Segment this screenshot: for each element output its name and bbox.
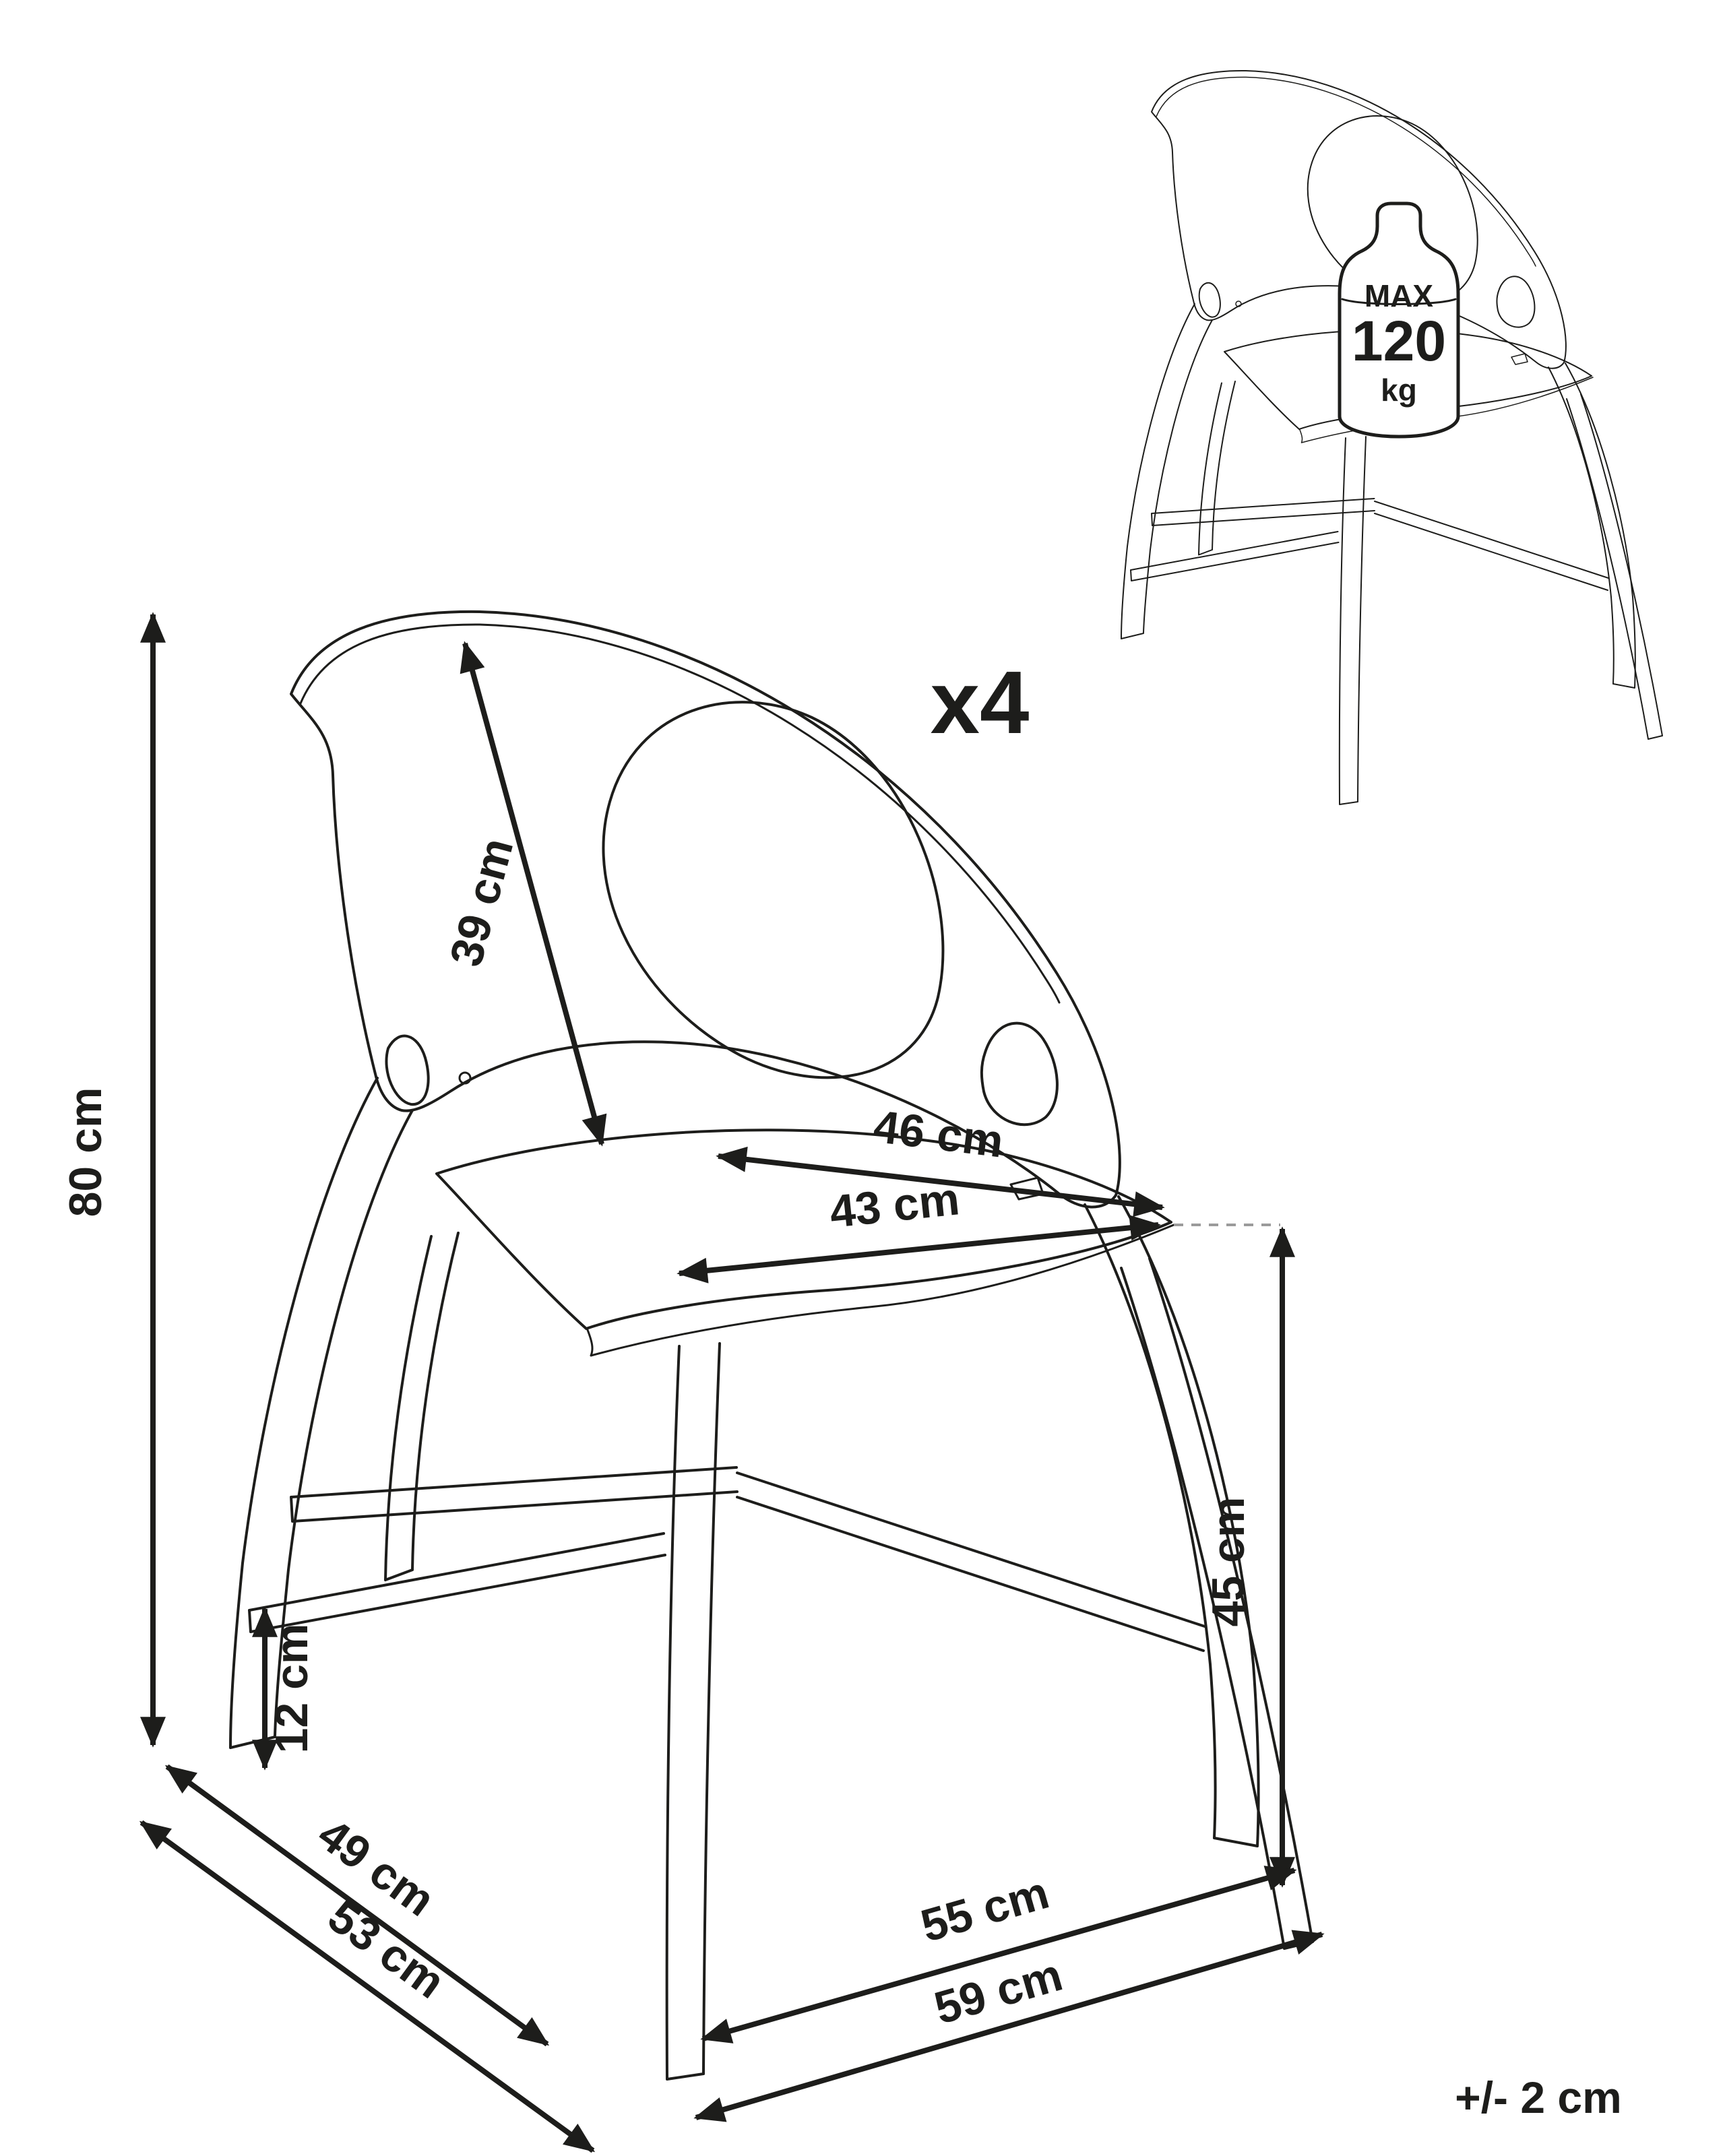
dimension-arrow-base-depth-outer — [693, 1930, 1325, 2122]
dimension-arrow-seat-depth — [716, 1146, 1165, 1217]
dimension-backrest-height: 39 cm — [440, 641, 607, 1147]
dimension-label-total-height: 80 cm — [60, 1087, 111, 1217]
dimension-seat-height: 45 cm — [1174, 1224, 1295, 1888]
max-load-value: 120 — [1352, 309, 1446, 373]
dimension-label-base-width-outer: 53 cm — [319, 1891, 454, 2008]
dimension-base-depth-outer: 59 cm — [693, 1930, 1325, 2122]
max-load-unit: kg — [1381, 373, 1417, 408]
dimension-label-backrest-height: 39 cm — [440, 833, 523, 972]
dimension-label-base-width-inner: 49 cm — [309, 1808, 444, 1926]
dimension-label-base-depth-outer: 59 cm — [929, 1949, 1068, 2034]
dimension-label-rail-clearance: 12 cm — [266, 1624, 317, 1754]
dimension-label-seat-width: 43 cm — [827, 1173, 962, 1238]
quantity-label: x4 — [931, 653, 1030, 752]
dimension-total-height: 80 cm — [60, 612, 166, 1748]
dimension-arrow-backrest-height — [460, 641, 607, 1147]
dimension-label-base-depth-inner: 55 cm — [916, 1867, 1055, 1952]
dimension-arrow-base-width-outer — [139, 1820, 596, 2153]
tolerance-note: +/- 2 cm — [1455, 2072, 1622, 2122]
dimension-arrow-seat-width — [677, 1215, 1161, 1283]
dimension-rail-clearance: 12 cm — [252, 1606, 317, 1771]
dimension-label-seat-height: 45 cm — [1203, 1497, 1254, 1627]
weight-body — [1338, 201, 1460, 439]
weight-shoulder-line — [1341, 298, 1457, 305]
max-load-label: MAX — [1365, 278, 1434, 313]
max-load-weight-icon: MAX 120 kg — [1338, 201, 1460, 439]
dimension-label-seat-depth: 46 cm — [871, 1101, 1006, 1168]
